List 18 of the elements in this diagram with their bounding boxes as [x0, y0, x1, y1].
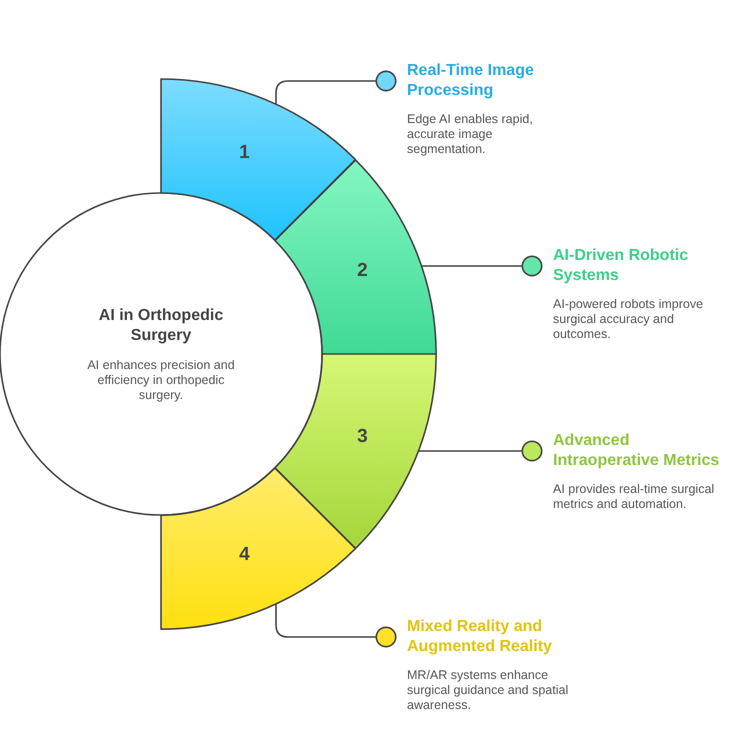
segment-number: 4 — [239, 544, 250, 566]
segment-number: 2 — [357, 260, 368, 282]
hub-description: AI enhances precision and efficiency in orthopedic surgery. — [86, 358, 236, 402]
segment-number: 3 — [357, 426, 368, 448]
item-heading: AI-Driven Robotic Systems — [553, 246, 690, 286]
item-description: AI provides real-time surgical metrics and automation. — [553, 482, 716, 512]
item-heading: Advanced Intraoperative Metrics — [553, 431, 720, 471]
leader-line — [275, 604, 376, 638]
item-description: MR/AR systems enhance surgical guidance and spatial awareness. — [407, 668, 570, 713]
leader-line — [422, 265, 522, 267]
hub-title: AI in Orthopedic Surgery — [98, 306, 224, 346]
item-heading: Real-Time Image Processing — [407, 61, 535, 101]
item-heading: Mixed Reality and Augmented Reality — [407, 617, 553, 657]
item-description: Edge AI enables rapid, accurate image segmentation. — [407, 112, 534, 157]
leader-line — [275, 80, 376, 104]
leader-line — [418, 450, 522, 452]
item-description: AI-powered robots improve surgical accuracy and outcomes. — [553, 297, 704, 342]
segment-number: 1 — [239, 142, 250, 164]
